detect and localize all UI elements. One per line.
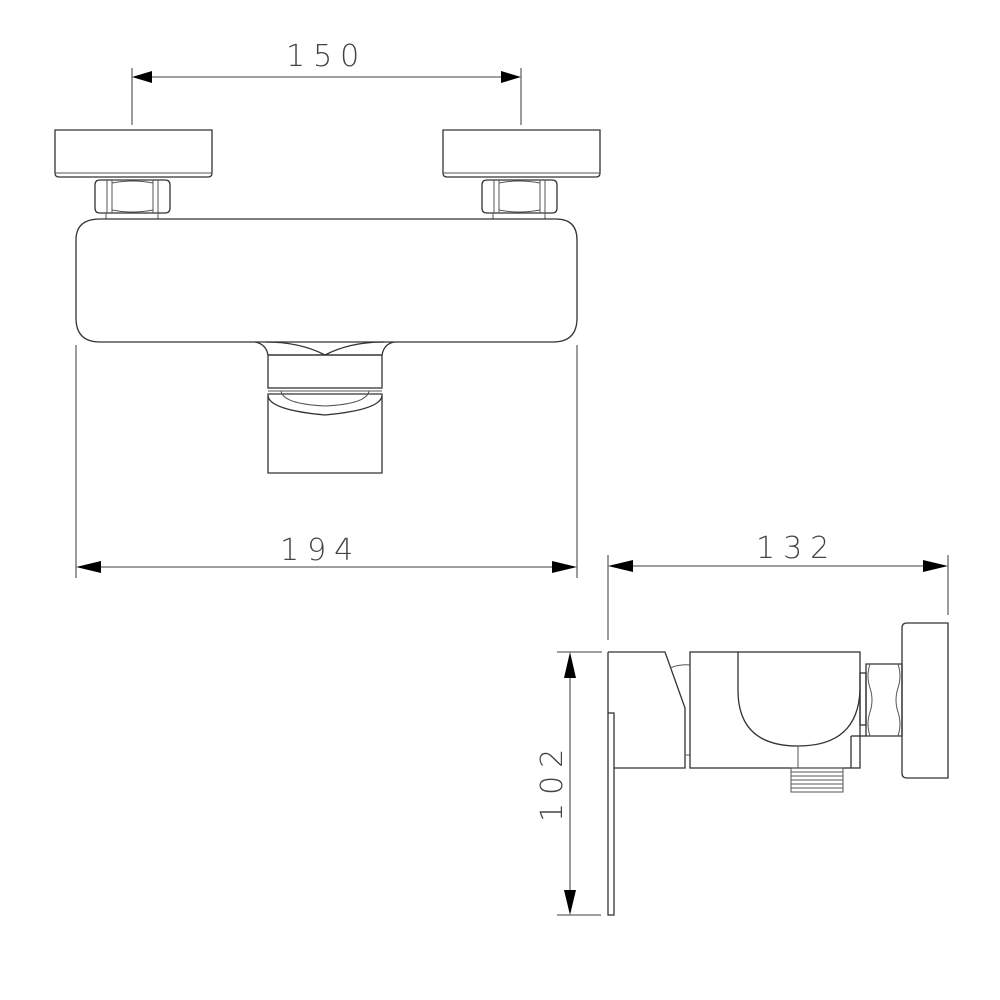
wall-plate [607,712,615,916]
right-handle [442,129,601,219]
dimension-102: 102 [535,651,602,916]
arrow-left-icon [608,560,633,572]
mixer-body [75,218,578,474]
thread-connector [790,767,844,793]
dimension-194: 194 [75,345,578,578]
arrow-up-icon [564,652,576,678]
dimension-label-194: 194 [280,533,361,568]
arrow-right-icon [552,561,577,573]
dimension-132: 132 [607,531,949,640]
arrow-right-icon [501,71,521,83]
side-body [607,622,949,793]
arrow-down-icon [564,890,576,915]
arrow-left-icon [132,71,152,83]
arrow-right-icon [923,560,948,572]
arrow-left-icon [76,561,101,573]
dimension-label-150: 150 [286,39,367,74]
side-handle [901,622,949,779]
side-view: 132 102 [535,531,949,916]
dimension-150: 150 [131,39,522,125]
dimension-label-132: 132 [756,531,837,566]
dimension-label-102: 102 [535,741,570,822]
left-handle [54,129,213,219]
front-view: 150 [54,39,601,578]
